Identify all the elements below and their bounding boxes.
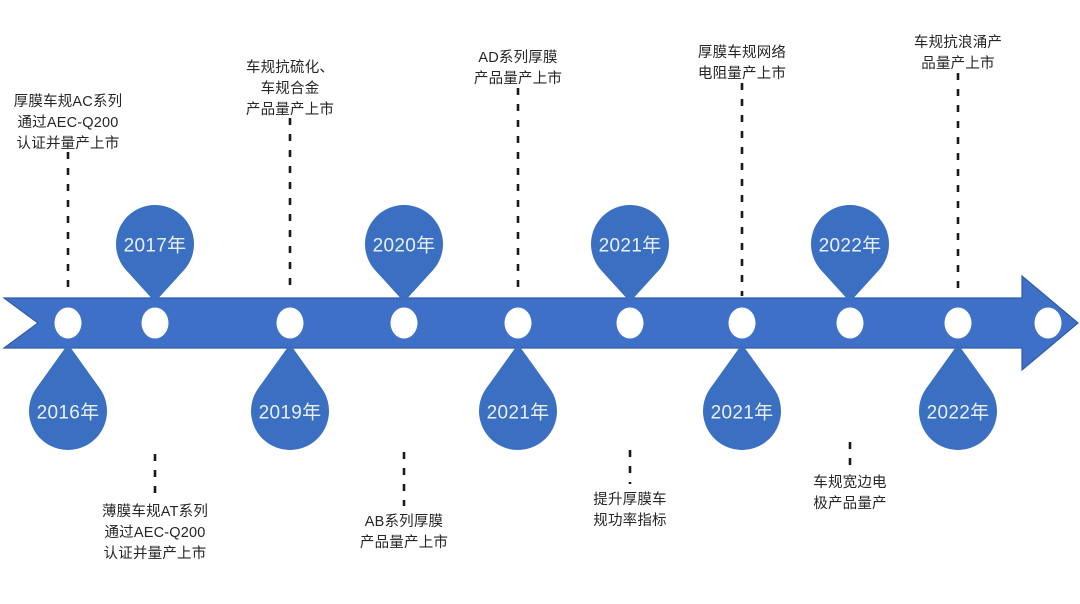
timeline-node-dot-n7[interactable]: [728, 307, 756, 339]
annotation-bottom-b8: 车规宽边电 极产品量产: [813, 475, 887, 513]
timeline-node-dot-n1[interactable]: [54, 307, 82, 339]
timeline-pin-above-n6[interactable]: [591, 205, 670, 302]
timeline-pin-above-n2[interactable]: [116, 205, 194, 302]
annotation-top-a1: 厚膜车规AC系列 通过AEC-Q200 认证并量产上市: [13, 94, 123, 153]
timeline-pin-below-n5[interactable]: [479, 344, 557, 450]
annotation-top-a9: 车规抗浪涌产 品量产上市: [913, 35, 1003, 73]
timeline-node-dot-n10[interactable]: [1034, 307, 1062, 339]
timeline-node-dot-n2[interactable]: [141, 307, 169, 339]
timeline-node-dot-n6[interactable]: [616, 307, 644, 339]
annotation-top-a3: 车规抗硫化、 车规合金 产品量产上市: [245, 60, 335, 119]
annotation-top-a7: 厚膜车规网络 电阻量产上市: [697, 45, 787, 83]
timeline-pin-below-n9[interactable]: [919, 344, 997, 451]
timeline-pin-below-n1[interactable]: [29, 344, 107, 450]
timeline-node-dot-n8[interactable]: [836, 307, 864, 339]
timeline-arrow-bar: [2, 274, 1079, 372]
timeline-pin-below-n7[interactable]: [703, 344, 781, 451]
timeline-pin-below-n3[interactable]: [251, 344, 329, 450]
annotation-bottom-b6: 提升厚膜车 规功率指标: [593, 492, 667, 530]
timeline-pin-above-n8[interactable]: [811, 205, 889, 302]
annotation-bottom-b2: 薄膜车规AT系列 通过AEC-Q200 认证并量产上市: [101, 504, 209, 563]
annotation-top-a5: AD系列厚膜 产品量产上市: [473, 50, 563, 88]
annotation-bottom-b4: AB系列厚膜 产品量产上市: [359, 514, 449, 552]
timeline-node-dot-n5[interactable]: [504, 307, 532, 339]
timeline-pin-above-n4[interactable]: [365, 205, 443, 302]
timeline-node-dot-n4[interactable]: [390, 307, 418, 339]
timeline-node-dot-n3[interactable]: [276, 307, 304, 339]
timeline-node-dot-n9[interactable]: [944, 307, 972, 339]
